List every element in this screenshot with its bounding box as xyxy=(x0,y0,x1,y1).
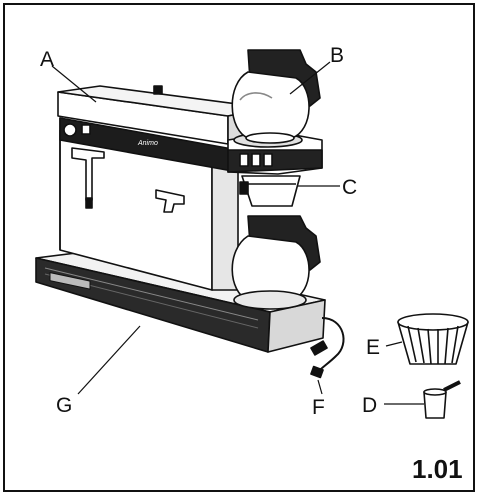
callout-b: B xyxy=(330,44,344,67)
measuring-cup xyxy=(423,380,461,419)
leader-f xyxy=(317,379,323,395)
callout-f: F xyxy=(312,396,325,419)
callout-d: D xyxy=(362,394,377,417)
body-faucet xyxy=(155,189,185,213)
bottom-carafe xyxy=(231,215,321,301)
figure-number: 1.01 xyxy=(412,454,463,484)
filter-basket xyxy=(239,175,301,207)
leader-a xyxy=(51,65,97,103)
leader-e xyxy=(385,341,403,347)
brand-label: Animo xyxy=(137,140,158,147)
filter-paper xyxy=(397,313,469,365)
leader-lines xyxy=(51,61,424,405)
callout-c: C xyxy=(342,176,357,199)
power-cord xyxy=(310,317,345,379)
top-carafe xyxy=(231,49,321,144)
leader-g xyxy=(77,325,141,395)
hot-water-tap xyxy=(71,147,105,209)
callout-g: G xyxy=(56,394,72,417)
frame-border xyxy=(3,3,475,492)
callout-e: E xyxy=(366,336,380,359)
callout-a: A xyxy=(40,48,54,71)
warmer-plate xyxy=(233,290,307,310)
leader-b xyxy=(289,61,331,95)
